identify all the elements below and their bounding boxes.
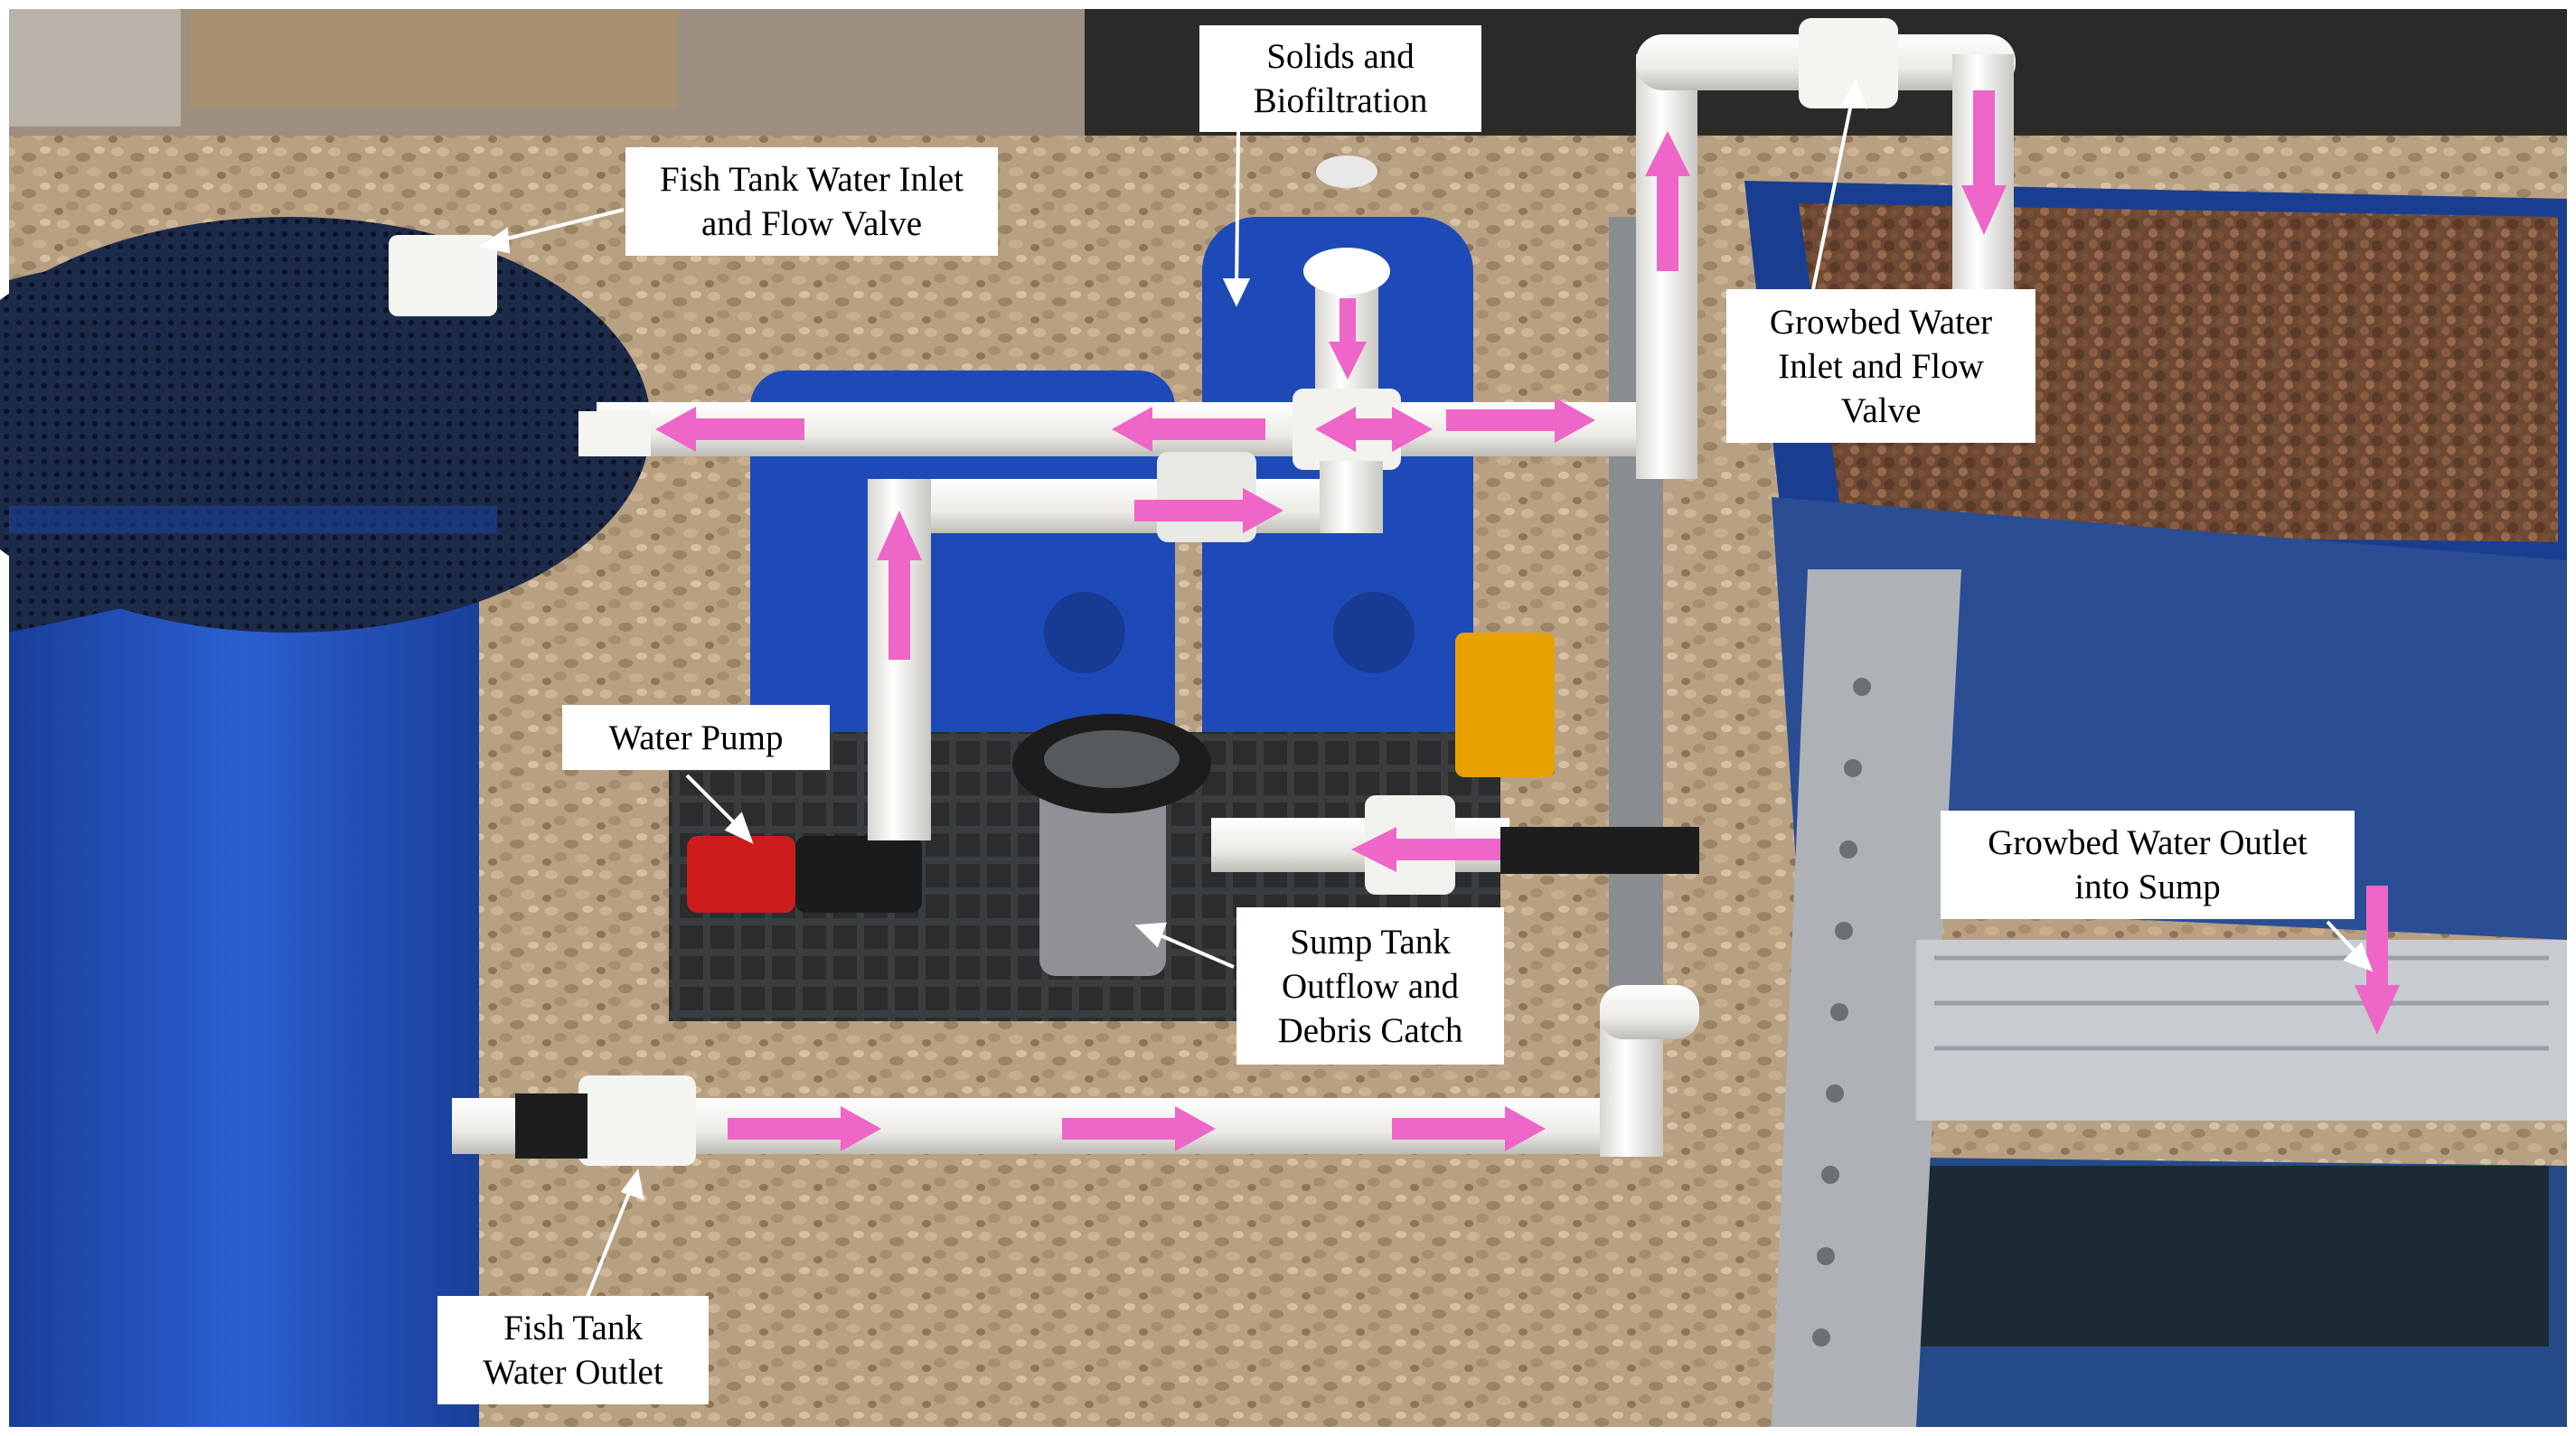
label-line: Fish Tank: [503, 1309, 643, 1347]
sump-outflow-label: Sump Tank Outflow and Debris Catch: [1236, 907, 1504, 1065]
pvc-plumbing: [389, 18, 2016, 1166]
label-line: Valve: [1840, 390, 1922, 430]
flow-arrow: [728, 1106, 881, 1151]
debris-catch: [1012, 714, 1211, 976]
growbed-outlet-label: Growbed Water Outlet into Sump: [1941, 811, 2355, 919]
label-line: into Sump: [2074, 868, 2221, 906]
solids-biofiltration-label: Solids and Biofiltration: [1199, 25, 1481, 132]
flow-arrow: [1645, 131, 1690, 271]
flow-arrow: [1351, 827, 1500, 872]
growbed-inlet-label: Growbed Water Inlet and Flow Valve: [1726, 289, 2035, 443]
flow-arrow: [1062, 1106, 1216, 1151]
label-line: Fish Tank Water Inlet: [659, 160, 964, 199]
flow-arrow: [1961, 90, 2007, 235]
label-line: Water Outlet: [483, 1353, 663, 1392]
controller-box: [1455, 633, 1555, 777]
flow-arrow: [2355, 886, 2400, 1035]
label-line: Outflow and: [1281, 966, 1460, 1006]
label-line: Sump Tank: [1290, 922, 1451, 962]
fish-tank-outlet-label: Fish Tank Water Outlet: [437, 1296, 709, 1404]
flow-arrow: [1134, 488, 1283, 533]
leader-lines: [479, 79, 2374, 1298]
label-line: Debris Catch: [1277, 1010, 1463, 1050]
label-line: and Flow Valve: [700, 204, 923, 243]
label-line: Biofiltration: [1253, 81, 1428, 120]
flow-arrow: [1392, 1106, 1546, 1151]
flow-arrows: [655, 90, 2400, 1151]
label-line: Growbed Water: [1769, 302, 1993, 342]
water-pump: [687, 836, 922, 913]
label-line: Growbed Water Outlet: [1988, 823, 2308, 862]
flow-arrow: [1446, 398, 1595, 443]
cinder-blocks: [9, 9, 181, 127]
flow-arrow: [655, 407, 804, 452]
flow-arrow-bidirectional: [1315, 407, 1433, 452]
water-pump-label: Water Pump: [562, 705, 830, 770]
label-line: Inlet and Flow: [1778, 346, 1984, 386]
fish-tank-inlet-label: Fish Tank Water Inlet and Flow Valve: [625, 147, 998, 256]
flow-arrow: [1329, 298, 1367, 380]
fish-tank: [0, 217, 651, 1427]
label-line: Water Pump: [608, 718, 784, 757]
flow-arrow: [877, 511, 922, 660]
flow-arrow: [1112, 407, 1265, 452]
label-line: Solids and: [1266, 37, 1415, 76]
